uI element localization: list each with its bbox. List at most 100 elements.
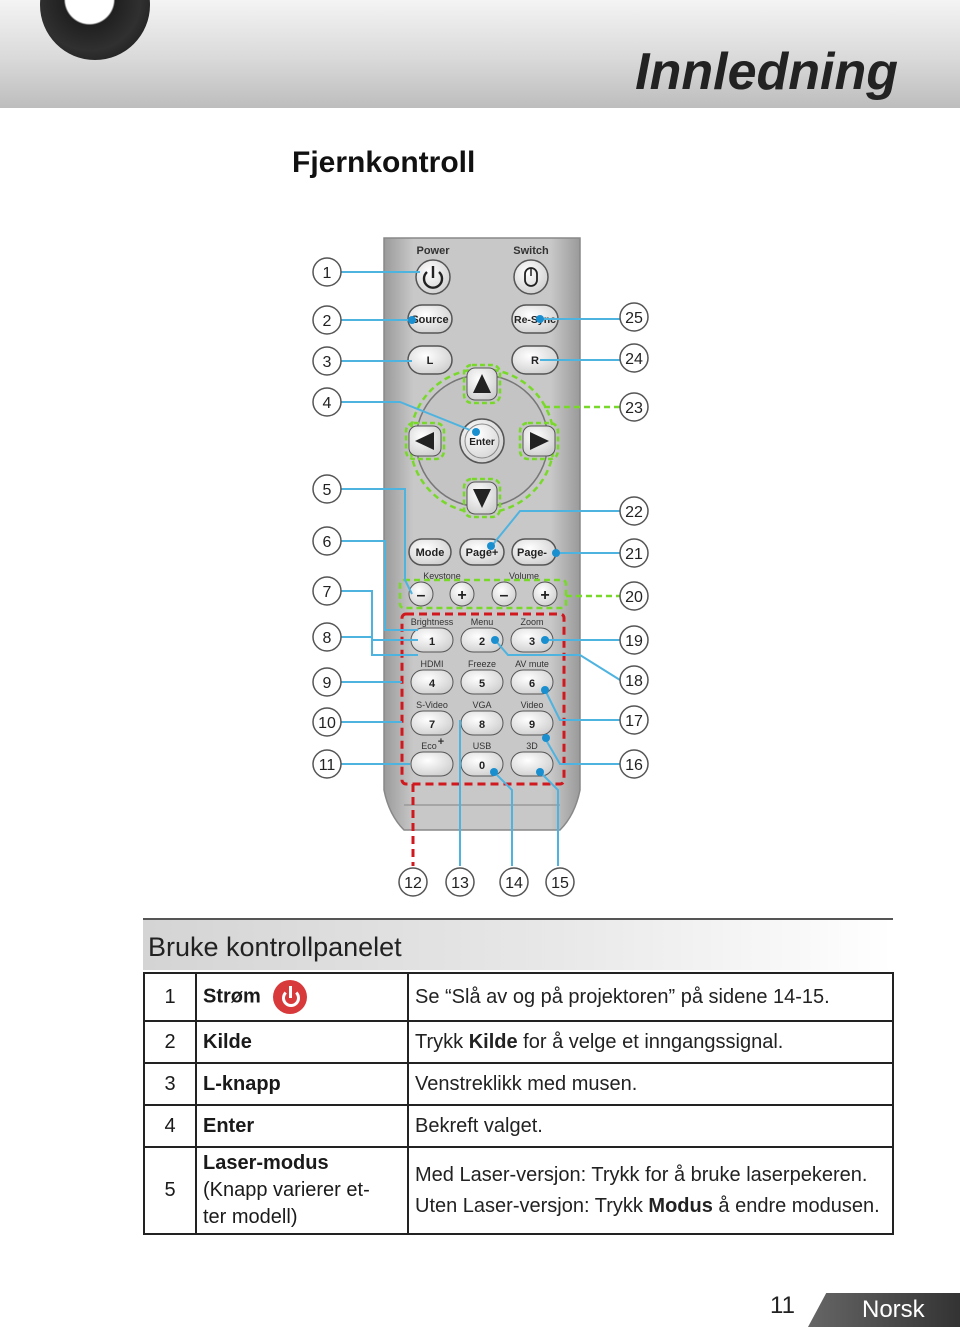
svg-text:8: 8 <box>479 719 485 731</box>
eco-plus-label: + <box>438 736 444 748</box>
key-7[interactable]: 7 <box>410 710 454 736</box>
callout-12: 12 <box>398 867 428 897</box>
svg-text:21: 21 <box>625 546 643 563</box>
resync-button[interactable]: Re-Sync <box>511 304 559 334</box>
keystone-volume-green-dash <box>398 578 568 610</box>
eco-label: Eco <box>421 741 437 751</box>
page-up-button[interactable]: Page+ <box>459 538 505 566</box>
volume-label: Volume <box>509 571 539 581</box>
arrow-up-button[interactable] <box>462 363 502 405</box>
svg-text:4: 4 <box>323 395 332 412</box>
table-row: 3 L-knapp Venstreklikk med musen. <box>143 1062 894 1106</box>
svg-text:Mode: Mode <box>416 547 445 559</box>
callout-2: 2 <box>312 305 342 335</box>
row-description: Trykk Kilde for å velge et inngangssigna… <box>407 1020 894 1064</box>
table-row: 2 Kilde Trykk Kilde for å velge et innga… <box>143 1020 894 1064</box>
power-button[interactable] <box>415 259 451 295</box>
keystone-minus-button[interactable]: – <box>408 581 434 607</box>
row-description: Se “Slå av og på projektoren” på sidene … <box>407 972 894 1022</box>
enter-button[interactable]: Enter <box>459 418 505 464</box>
svg-text:3: 3 <box>529 636 535 648</box>
callout-1: 1 <box>312 257 342 287</box>
callouts-left: 1 2 3 4 5 6 7 8 9 10 11 <box>312 257 342 779</box>
row-number: 3 <box>143 1062 197 1106</box>
brightness-label: Brightness <box>411 617 454 627</box>
hdmi-label: HDMI <box>421 659 444 669</box>
header-title: Innledning <box>635 43 898 101</box>
callout-8: 8 <box>312 622 342 652</box>
callout-10: 10 <box>312 707 342 737</box>
menu-label: Menu <box>471 617 494 627</box>
row-number: 4 <box>143 1104 197 1148</box>
3d-button[interactable] <box>510 751 554 777</box>
panel-title-bar <box>143 918 893 970</box>
keystone-plus-button[interactable]: + <box>449 581 475 607</box>
l-button[interactable]: L <box>407 345 453 375</box>
svg-text:19: 19 <box>625 633 643 650</box>
svg-text:8: 8 <box>323 630 332 647</box>
callout-19: 19 <box>619 625 649 655</box>
table-row: 1 Strøm Se “Slå av og på projektoren” på… <box>143 972 894 1022</box>
svg-text:Page+: Page+ <box>466 547 499 559</box>
row-name: Strøm <box>195 972 409 1022</box>
row-description: Venstreklikk med musen. <box>407 1062 894 1106</box>
svg-text:1: 1 <box>429 636 435 648</box>
switch-label: Switch <box>513 245 549 257</box>
panel-title: Bruke kontrollpanelet <box>148 932 402 962</box>
row-description: Med Laser-versjon: Trykk for å bruke las… <box>407 1146 894 1235</box>
svg-text:7: 7 <box>323 584 332 601</box>
mode-button[interactable]: Mode <box>408 538 452 566</box>
callouts-right: 25 24 23 22 21 20 19 18 17 16 <box>619 302 649 779</box>
svg-text:11: 11 <box>319 757 336 774</box>
source-button[interactable]: Source <box>407 304 453 334</box>
key-8[interactable]: 8 <box>460 710 504 736</box>
arrow-down-button[interactable] <box>462 477 502 519</box>
svg-text:Enter: Enter <box>469 437 495 448</box>
svg-text:17: 17 <box>625 713 643 730</box>
vga-label: VGA <box>472 700 491 710</box>
eco-button[interactable] <box>410 751 454 777</box>
callout-18: 18 <box>619 665 649 695</box>
page-down-button[interactable]: Page- <box>511 538 557 566</box>
3d-label: 3D <box>526 741 538 751</box>
volume-minus-button[interactable]: – <box>491 581 517 607</box>
callout-7: 7 <box>312 576 342 606</box>
key-2[interactable]: 2 <box>460 627 504 653</box>
arrow-left-button[interactable] <box>404 421 446 461</box>
callout-17: 17 <box>619 705 649 735</box>
row-name: L-knapp <box>195 1062 409 1106</box>
key-4[interactable]: 4 <box>410 669 454 695</box>
svg-text:0: 0 <box>479 760 485 772</box>
callout-14: 14 <box>499 867 529 897</box>
svg-text:9: 9 <box>323 675 332 692</box>
svg-text:R: R <box>531 355 539 367</box>
svg-text:3: 3 <box>323 354 332 371</box>
callout-6: 6 <box>312 526 342 556</box>
projector-lens-graphic <box>40 0 150 60</box>
switch-button[interactable] <box>513 259 549 295</box>
svg-text:Page-: Page- <box>517 547 547 559</box>
video-label: Video <box>521 700 544 710</box>
svg-text:–: – <box>500 587 509 604</box>
volume-plus-button[interactable]: + <box>532 581 558 607</box>
row-name: Laser-modus (Knapp varierer et- ter mode… <box>195 1146 409 1235</box>
keypad-red-dash <box>400 612 566 786</box>
callout-13: 13 <box>445 867 475 897</box>
callout-22: 22 <box>619 496 649 526</box>
usb-label: USB <box>473 741 492 751</box>
key-5[interactable]: 5 <box>460 669 504 695</box>
arrow-right-button[interactable] <box>518 421 560 461</box>
control-table: 1 Strøm Se “Slå av og på projektoren” på… <box>143 972 894 1235</box>
callout-24: 24 <box>619 343 649 373</box>
callout-20: 20 <box>619 581 649 611</box>
callout-11: 11 <box>312 749 342 779</box>
callout-21: 21 <box>619 538 649 568</box>
key-9[interactable]: 9 <box>510 710 554 736</box>
table-row: 5 Laser-modus (Knapp varierer et- ter mo… <box>143 1146 894 1235</box>
svg-text:1: 1 <box>323 265 332 282</box>
svg-text:5: 5 <box>479 678 485 690</box>
svg-text:5: 5 <box>323 482 332 499</box>
svg-text:12: 12 <box>404 875 422 892</box>
remote-control-diagram: Power Switch Source Re-Sync L R <box>312 237 649 897</box>
callout-25: 25 <box>619 302 649 332</box>
